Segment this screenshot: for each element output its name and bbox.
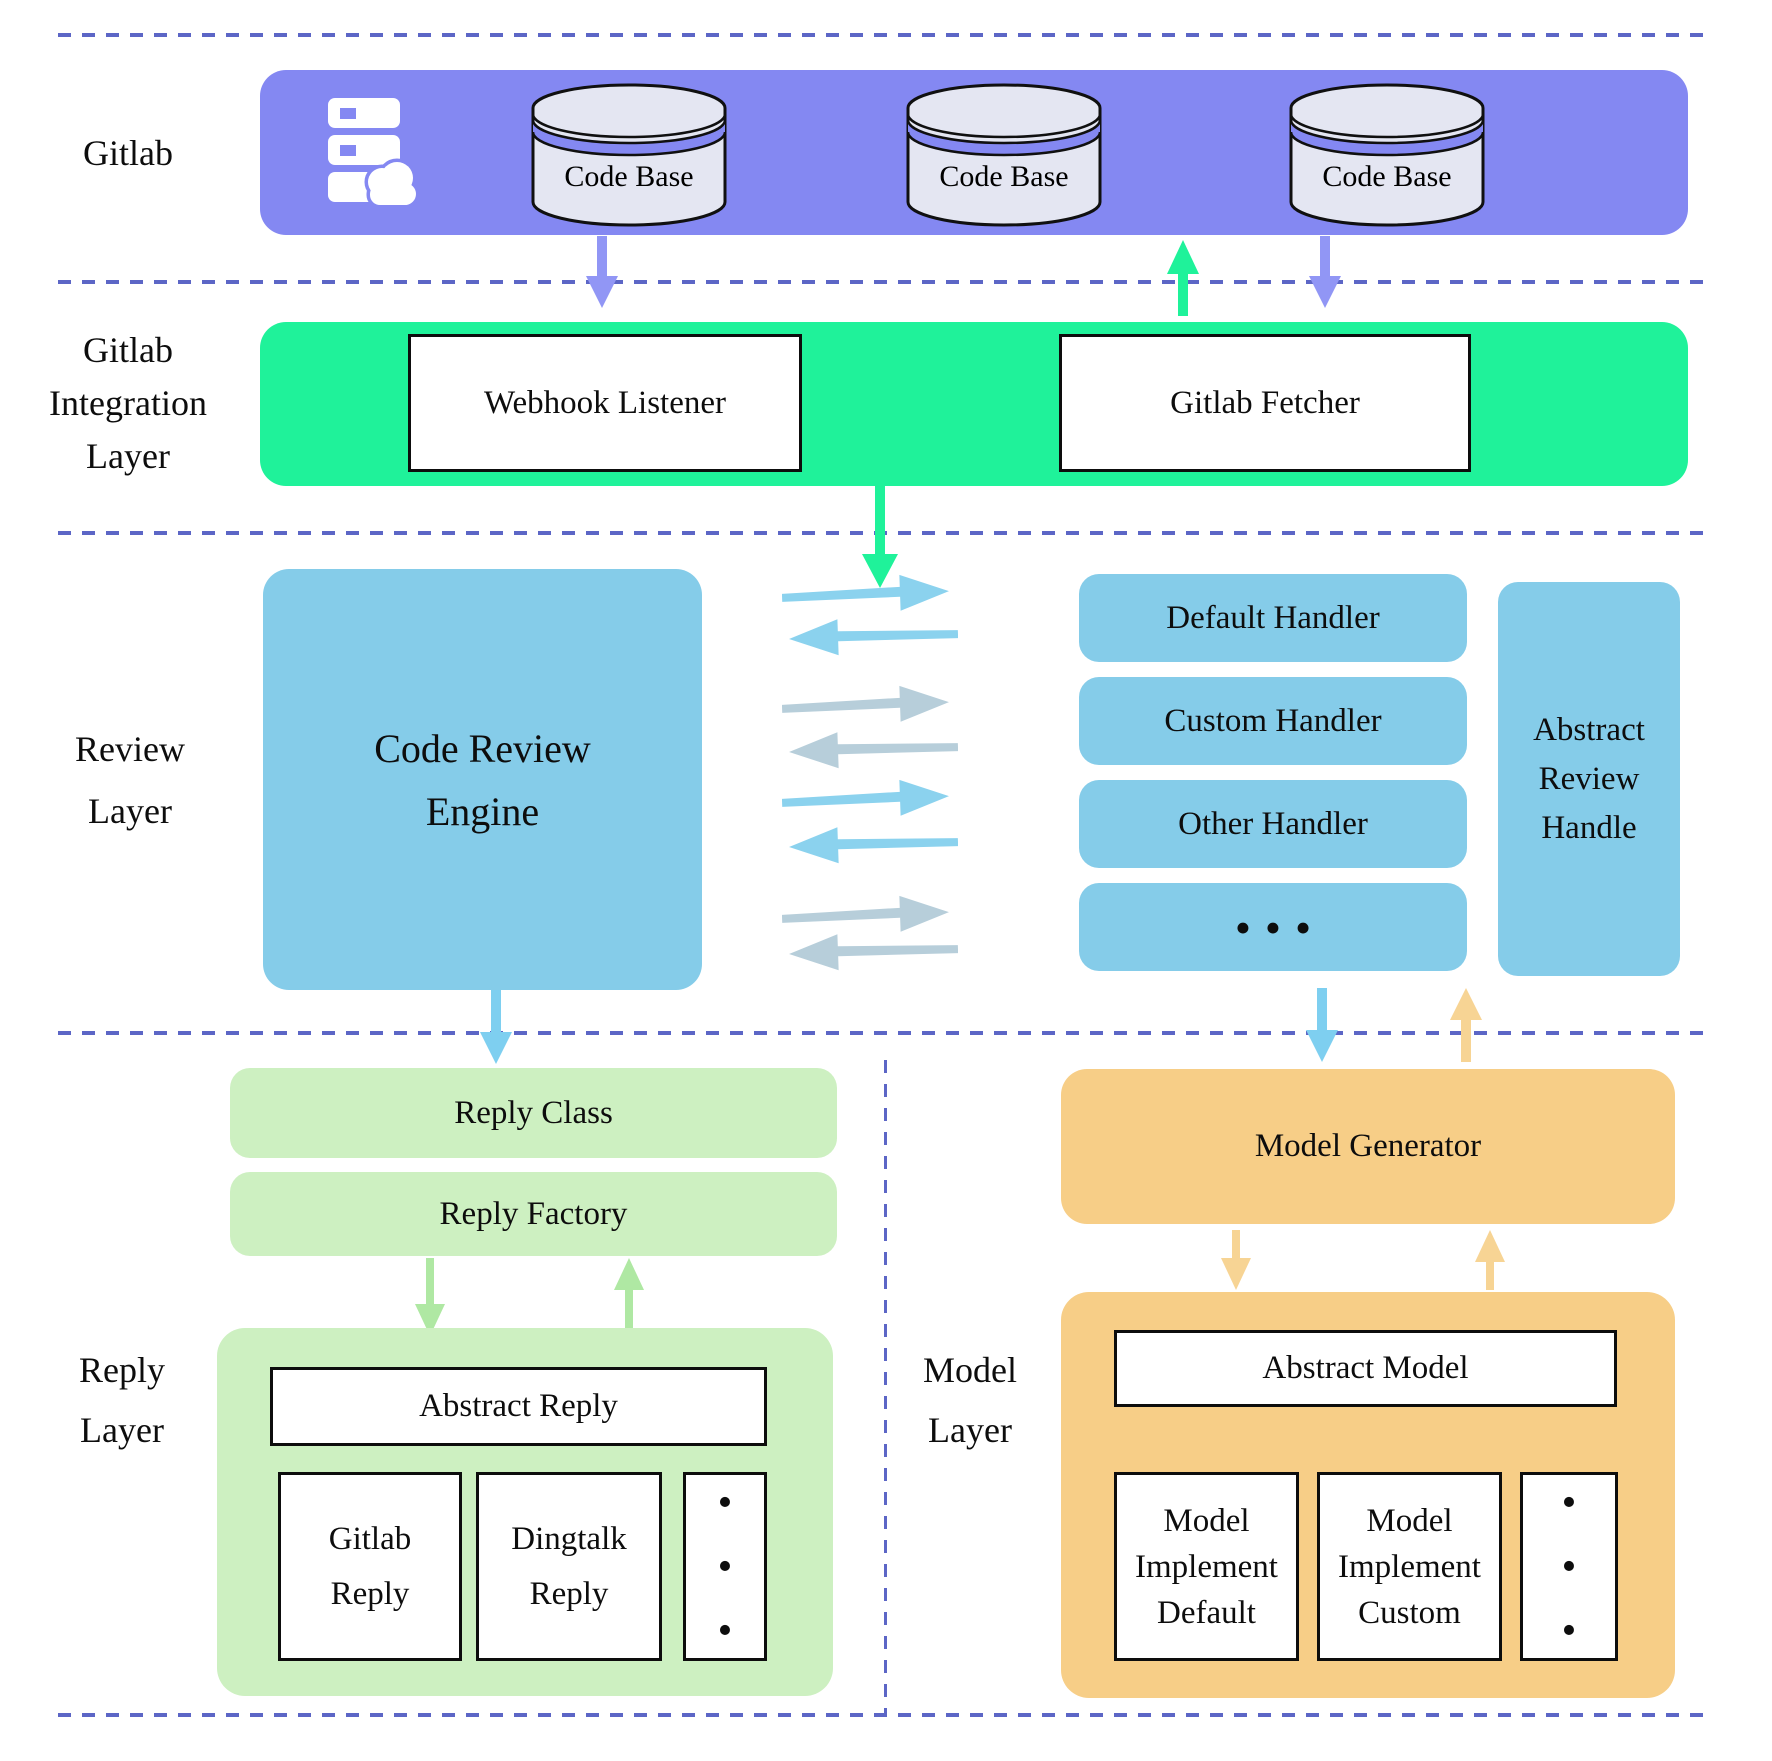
code-review-engine-line: Engine [425, 788, 540, 834]
model-generator-box: Model Generator [1061, 1069, 1675, 1224]
model-layer-label-line: Model [923, 1350, 1017, 1390]
reply-model-divider [884, 1060, 887, 1713]
model-implement-default-line: Model [1163, 1502, 1250, 1539]
abstract-review-handle-line: Review [1538, 760, 1640, 797]
code-base-label: Code Base [564, 160, 693, 193]
arrow-model-generator-to-handlers [1450, 988, 1482, 1062]
reply-layer-label-line: Reply [79, 1350, 165, 1390]
abstract-reply-box: Abstract Reply [270, 1367, 767, 1446]
model-implement-default-line: Default [1157, 1594, 1256, 1631]
arrow-custom-handler-to-engine [789, 732, 958, 769]
integration-layer-label-line: Layer [86, 435, 170, 476]
arrow-default-handler-to-engine [789, 619, 958, 656]
server-cloud-icon [328, 98, 418, 209]
code-base-cylinder: Code Base [906, 83, 1102, 227]
reply-layer-label-line: Layer [80, 1410, 164, 1450]
arrow-fetcher-to-codebase [1167, 240, 1199, 316]
code-base-label: Code Base [1322, 160, 1451, 193]
other-handler-box: Other Handler [1079, 780, 1467, 868]
abstract-review-handle-line: Abstract [1533, 711, 1645, 748]
layer-divider-gitlab-integration [58, 280, 1714, 284]
model-layer-label: Model Layer [870, 1340, 1070, 1460]
layer-divider-top [58, 33, 1714, 37]
abstract-model-box: Abstract Model [1114, 1330, 1617, 1407]
integration-layer-label-line: Integration [49, 382, 207, 423]
custom-handler-box: Custom Handler [1079, 677, 1467, 765]
gitlab-reply-line: Gitlab [328, 1520, 412, 1557]
model-implement-custom-line: Implement [1338, 1548, 1481, 1585]
arrow-engine-to-custom-handler [782, 685, 949, 722]
engine-handler-arrows [782, 574, 958, 971]
code-base-cylinder: Code Base [1289, 83, 1485, 227]
integration-layer-label-line: Gitlab [83, 329, 173, 370]
gitlab-layer-label: Gitlab [83, 132, 173, 173]
dingtalk-reply-box: Dingtalk Reply [476, 1472, 662, 1661]
code-base-cylinder: Code Base [531, 83, 727, 227]
model-implement-custom-box: Model Implement Custom [1317, 1472, 1502, 1661]
code-base-label: Code Base [939, 160, 1068, 193]
model-layer-label-line: Layer [928, 1410, 1012, 1450]
arrow-engine-to-reply-class [480, 990, 512, 1064]
more-handlers-box: ••• [1079, 883, 1467, 971]
arrow-generator-to-abstract-model [1221, 1230, 1251, 1290]
arrow-other-handler-to-engine [789, 827, 958, 864]
arrow-abstract-reply-to-factory [614, 1258, 644, 1336]
abstract-review-handle-line: Handle [1541, 809, 1637, 846]
model-implement-default-line: Implement [1135, 1548, 1278, 1585]
review-layer-label-line: Review [75, 729, 185, 769]
model-implement-custom-line: Custom [1358, 1594, 1461, 1631]
review-layer-label: Review Layer [30, 718, 230, 842]
model-implement-default-box: Model Implement Default [1114, 1472, 1299, 1661]
arrow-more-handlers-to-engine [789, 934, 958, 971]
gitlab-reply-line: Reply [330, 1575, 410, 1612]
arrow-factory-to-abstract-reply [415, 1258, 445, 1336]
arrow-engine-to-more-handlers [782, 895, 949, 932]
reply-layer-label: Reply Layer [22, 1340, 222, 1460]
dingtalk-reply-line: Dingtalk [511, 1520, 627, 1557]
gitlab-reply-box: Gitlab Reply [278, 1472, 462, 1661]
default-handler-box: Default Handler [1079, 574, 1467, 662]
layer-divider-integration-review [58, 531, 1714, 535]
arrow-codebase-to-webhook [586, 236, 618, 308]
dingtalk-reply-line: Reply [529, 1575, 609, 1612]
arrow-codebase-to-fetcher [1309, 236, 1341, 308]
gitlab-fetcher-box: Gitlab Fetcher [1059, 334, 1471, 472]
webhook-listener-box: Webhook Listener [408, 334, 802, 472]
more-replies-box: • • • [683, 1472, 767, 1661]
arrow-abstract-model-to-generator [1475, 1230, 1505, 1290]
review-layer-label-line: Layer [88, 791, 172, 831]
arrow-engine-to-default-handler [782, 574, 949, 611]
integration-layer-label: Gitlab Integration Layer [18, 318, 238, 488]
abstract-review-handle-box: Abstract Review Handle [1498, 582, 1680, 976]
layer-divider-review-bottom [58, 1031, 1714, 1035]
layer-divider-bottom [58, 1713, 1714, 1717]
arrow-engine-to-other-handler [782, 779, 949, 816]
model-implement-custom-line: Model [1366, 1502, 1453, 1539]
reply-class-box: Reply Class [230, 1068, 837, 1158]
more-models-box: • • • [1520, 1472, 1618, 1661]
arrow-integration-to-review [862, 486, 898, 588]
arrow-handlers-to-model-generator [1306, 988, 1338, 1062]
code-review-engine-line: Code Review [374, 725, 591, 771]
reply-factory-box: Reply Factory [230, 1172, 837, 1256]
code-review-engine-box: Code Review Engine [263, 569, 702, 990]
